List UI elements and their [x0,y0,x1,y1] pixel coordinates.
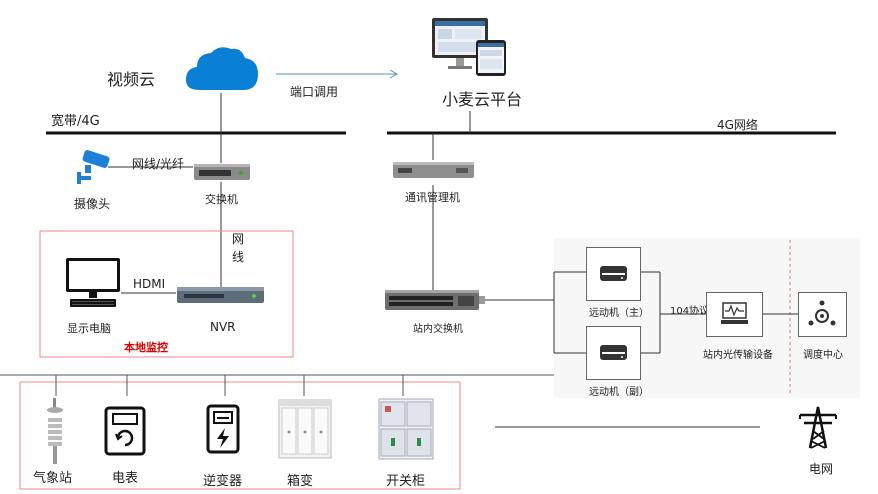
switch-icon [193,161,251,183]
remote-main-label: 远动机（主） [589,308,649,319]
switchgear-icon [378,398,434,460]
optical-device-icon [706,292,763,337]
cloud-icon [183,44,261,94]
meter-label: 电表 [112,471,139,486]
dispatch-center-icon [798,292,847,337]
video-cloud-label: 视频云 [107,70,156,89]
camera-icon [73,148,111,186]
box-transformer-label: 箱变 [287,474,314,489]
local-monitoring-frame [39,230,294,358]
power-tower-icon [796,403,842,449]
platform-label: 小麦云平台 [442,90,523,109]
comm-manager-icon [392,158,475,182]
local-monitoring-label: 本地监控 [124,341,168,354]
network-4g-label: 4G网络 [717,118,758,132]
display-pc-label: 显示电脑 [67,322,111,335]
box-transformer-icon [278,398,332,462]
cable-fiber-label: 网线/光纤 [132,157,185,171]
optical-transmission-label: 站内光传输设备 [703,350,773,361]
remote-main-icon [586,247,641,301]
protocol-104-label: 104协议 [670,306,710,317]
inverter-label: 逆变器 [203,474,243,489]
switch-label: 交换机 [205,193,238,206]
inverter-icon [205,404,241,454]
meter-icon [102,406,148,456]
platform-monitor-icon [430,16,510,80]
field-devices-frame [19,381,461,490]
comm-manager-label: 通讯管理机 [405,191,460,204]
remote-backup-icon [586,326,641,380]
bandwidth-label: 宽带/4G [51,114,100,129]
station-switch-icon [384,287,486,313]
nvr-label: NVR [210,320,236,334]
computer-icon [64,257,122,311]
weather-station-icon [40,398,70,464]
remote-backup-label: 远动机（副） [589,387,649,398]
switchgear-label: 开关柜 [386,474,426,489]
power-grid-label: 电网 [809,462,834,476]
dispatch-center-label: 调度中心 [803,350,843,361]
nvr-icon [176,284,265,306]
station-switch-label: 站内交换机 [413,324,463,335]
port-call-label: 端口调用 [290,85,339,99]
network-cable-label: 网线 [231,232,244,264]
camera-label: 摄像头 [74,197,111,211]
weather-station-label: 气象站 [33,471,73,486]
hdmi-label: HDMI [133,277,166,291]
